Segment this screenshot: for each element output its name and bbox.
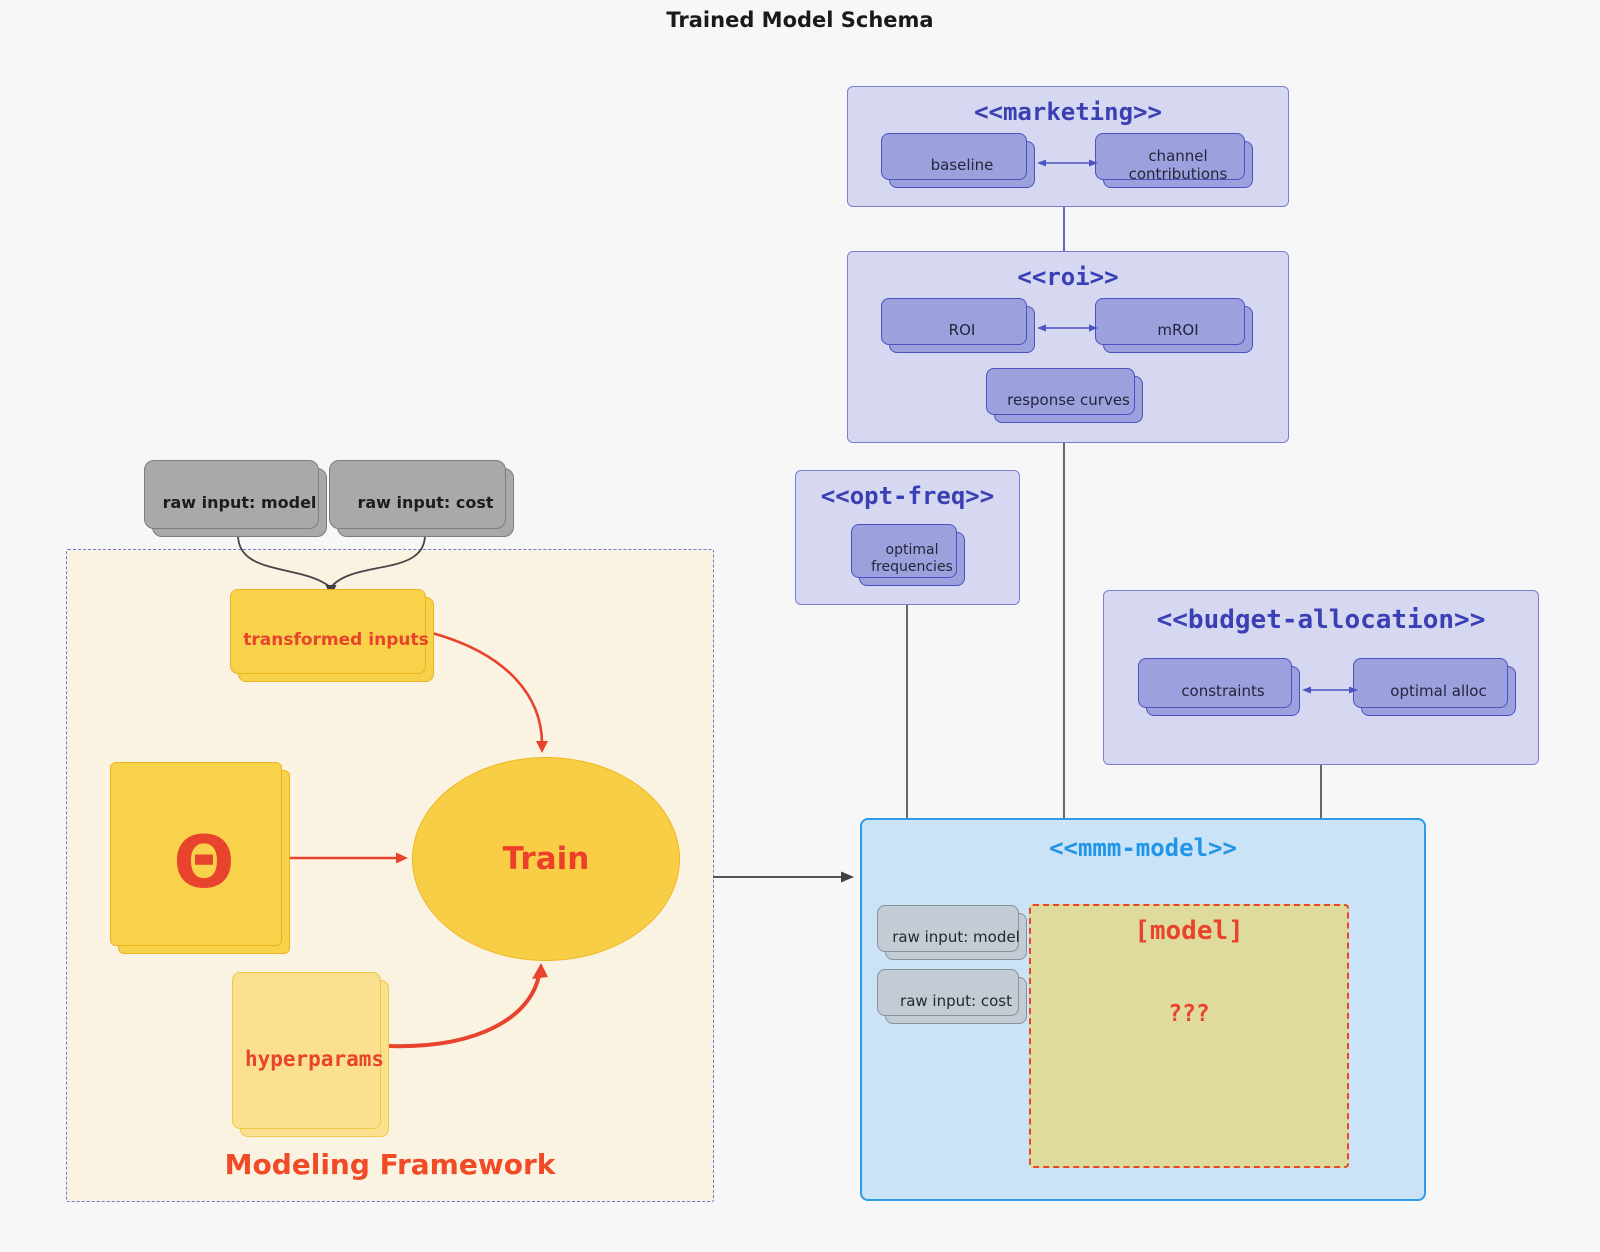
node-model-placeholder-box: [model] ??? [1029, 904, 1349, 1168]
theta-symbol: Θ [173, 820, 235, 904]
node-roi-label: ROI [948, 320, 976, 339]
edge-roi-mroi [1037, 324, 1098, 332]
node-baseline-label: baseline [930, 155, 994, 174]
mmm-model-container: <<mmm-model>> raw input: model raw input… [860, 818, 1426, 1201]
roi-container: <<roi>> ROI mROI response curves [847, 251, 1289, 443]
node-mroi: mROI [1095, 298, 1253, 353]
node-transformed-inputs: transformed inputs [230, 589, 434, 682]
model-box-label: [model] [1134, 916, 1244, 946]
edge-baseline-channel [1037, 159, 1098, 167]
node-transformed-inputs-label: transformed inputs [243, 629, 429, 650]
budget-allocation-title: <<budget-allocation>> [1156, 605, 1486, 635]
model-box-question-marks: ??? [1168, 1001, 1210, 1027]
node-optimal-frequencies-label: optimal frequencies [871, 541, 953, 576]
node-channel-contributions: channel contributions [1095, 133, 1253, 188]
node-hyperparams: hyperparams [232, 972, 389, 1137]
node-mmm-raw-input-model-label: raw input: model [892, 927, 1020, 946]
marketing-title: <<marketing>> [974, 98, 1162, 126]
node-train-label: Train [502, 841, 590, 877]
opt-freq-container: <<opt-freq>> optimal frequencies [795, 470, 1020, 605]
node-raw-input-model: raw input: model [144, 460, 327, 537]
page-title: Trained Model Schema [666, 8, 934, 32]
edge-constraints-alloc [1302, 686, 1358, 694]
modeling-framework-label: Modeling Framework [224, 1148, 556, 1181]
node-roi: ROI [881, 298, 1035, 353]
mmm-model-title: <<mmm-model>> [1049, 834, 1237, 862]
node-constraints-label: constraints [1181, 682, 1265, 700]
node-response-curves: response curves [986, 368, 1143, 423]
opt-freq-title: <<opt-freq>> [820, 482, 995, 510]
roi-title: <<roi>> [1017, 263, 1119, 291]
node-raw-input-cost-label: raw input: cost [357, 493, 494, 512]
node-optimal-alloc-label: optimal alloc [1390, 682, 1487, 700]
node-channel-contributions-label: channel contributions [1128, 146, 1228, 183]
node-mroi-label: mROI [1157, 320, 1199, 339]
node-train: Train [412, 757, 680, 961]
node-optimal-alloc: optimal alloc [1353, 658, 1516, 716]
arrowhead-framework-mmm [841, 871, 854, 883]
node-optimal-frequencies: optimal frequencies [851, 524, 965, 586]
node-raw-input-cost: raw input: cost [329, 460, 514, 537]
node-response-curves-label: response curves [1007, 390, 1130, 409]
node-mmm-raw-input-cost: raw input: cost [877, 969, 1027, 1024]
node-raw-input-model-label: raw input: model [162, 493, 317, 512]
node-baseline: baseline [881, 133, 1035, 188]
node-mmm-raw-input-cost-label: raw input: cost [900, 991, 1012, 1010]
budget-allocation-container: <<budget-allocation>> constraints optima… [1103, 590, 1539, 765]
node-constraints: constraints [1138, 658, 1300, 716]
marketing-container: <<marketing>> baseline channel contribut… [847, 86, 1289, 207]
node-hyperparams-label: hyperparams [244, 1046, 385, 1071]
node-theta: Θ [110, 762, 290, 954]
node-mmm-raw-input-model: raw input: model [877, 905, 1027, 960]
